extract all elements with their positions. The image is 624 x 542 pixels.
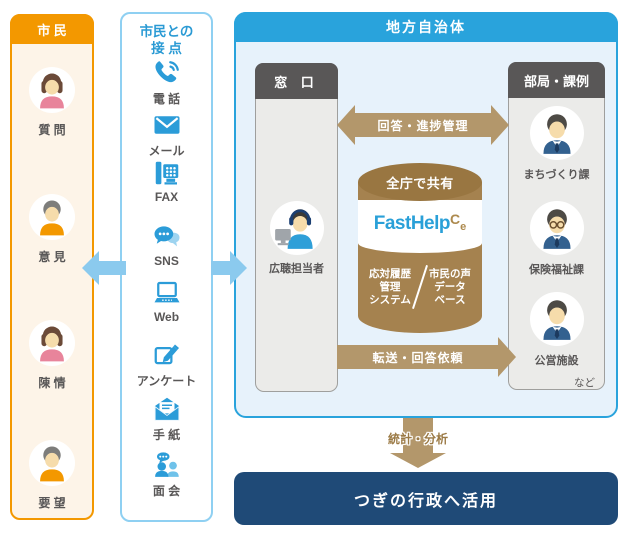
channels-title-line2: 接 点	[151, 41, 182, 56]
channel-label: 面 会	[152, 484, 181, 498]
arrow-right-head	[230, 251, 247, 285]
fasthelp-logo-name: FastHelp	[373, 213, 451, 234]
arrow-right-head	[491, 105, 509, 145]
citizen-item-question: 質 問	[12, 67, 92, 138]
channel-label: アンケート	[136, 374, 197, 388]
survey-pencil-icon	[152, 340, 182, 370]
channel-label: メール	[148, 144, 185, 158]
arrow-left-head	[82, 251, 99, 285]
arrow-shaft	[403, 418, 433, 453]
fasthelp-logo-sub: e	[460, 221, 467, 233]
citizens-panel: 市 民 質 問 意 見 陳 情 要 望	[10, 14, 94, 520]
slash-divider	[411, 264, 429, 310]
laptop-icon	[152, 278, 182, 308]
citizen-item-request: 要 望	[12, 440, 92, 511]
channel-item-meeting: 面 会	[122, 450, 211, 499]
letter-icon	[152, 394, 182, 424]
citizen-voice-db-caption: 市民の声 データ ベース	[429, 268, 471, 307]
result-label: つぎの行政へ活用	[353, 492, 498, 510]
arrow-answer-progress-label: 回答・進捗管理	[354, 113, 492, 137]
government-panel: 地方自治体 窓 口 広聴担当者 部局・課例 まちづくり課 保険福祉課 公営施設 …	[234, 12, 618, 418]
government-panel-title: 地方自治体	[234, 12, 618, 42]
citizen-label: 陳 情	[38, 376, 66, 390]
channels-panel-title: 市民との 接 点	[122, 23, 211, 57]
stats-arrow: 統計・分析	[387, 418, 449, 468]
caption-line: 応対履歴	[369, 267, 411, 280]
channel-label: 電 話	[152, 92, 181, 106]
channel-item-fax: FAX	[122, 158, 211, 204]
fasthelp-logo: FastHelpCe	[358, 211, 482, 235]
channel-label: 手 紙	[152, 428, 181, 442]
channel-item-survey: アンケート	[122, 340, 211, 389]
arrow-right-head	[498, 337, 516, 377]
department-label: まちづくり課	[523, 169, 590, 181]
glasses-man-avatar	[529, 201, 584, 255]
caption-line: データ	[434, 280, 466, 293]
operator-avatar	[269, 201, 324, 255]
caption-line: 市民の声	[429, 267, 471, 280]
reception-staff: 広聴担当者	[256, 201, 337, 276]
arrow-bar	[98, 261, 126, 275]
fax-icon	[152, 158, 182, 188]
channel-item-sns: SNS	[122, 222, 211, 268]
arrow-to-citizens-icon	[82, 251, 126, 285]
citizen-label: 質 問	[38, 123, 66, 137]
suit-man-avatar	[529, 292, 584, 346]
citizen-item-petition: 陳 情	[12, 320, 92, 391]
channel-label: Web	[153, 310, 180, 324]
database-cylinder: 全庁で共有 FastHelpCe 応対履歴 管理 システム 市民の声 データ ベ…	[358, 163, 482, 333]
channel-label: SNS	[154, 254, 179, 268]
channel-item-phone: 電 話	[122, 58, 211, 107]
departments-etc-label: など	[574, 377, 595, 389]
arrow-left-head	[337, 105, 355, 145]
department-label: 保険福祉課	[529, 264, 584, 276]
citizen-item-opinion: 意 見	[12, 194, 92, 265]
cylinder-captions: 応対履歴 管理 システム 市民の声 データ ベース	[358, 261, 482, 313]
department-item-machizukuri: まちづくり課	[509, 106, 604, 182]
channel-item-mail: メール	[122, 110, 211, 159]
citizen-label: 要 望	[38, 496, 66, 510]
departments-box: 部局・課例 まちづくり課 保険福祉課 公営施設 など	[508, 62, 605, 390]
meeting-icon	[152, 450, 182, 480]
cylinder-logo-band	[358, 200, 482, 253]
arrow-to-government-icon	[211, 251, 247, 285]
woman-avatar	[29, 320, 75, 366]
history-system-caption: 応対履歴 管理 システム	[369, 268, 411, 307]
channels-panel: 市民との 接 点 電 話 メール FAX SNS Web アンケート	[120, 12, 213, 522]
man-avatar	[29, 440, 75, 486]
cylinder-top: 全庁で共有	[358, 163, 482, 201]
citizen-label: 意 見	[38, 250, 66, 264]
arrow-forward-request: 転送・回答依頼	[337, 337, 516, 377]
sns-icon	[152, 222, 182, 252]
arrow-bar	[211, 261, 232, 275]
department-item-koei-shisetsu: 公営施設	[509, 292, 604, 368]
arrow-down-head	[390, 453, 446, 468]
woman-avatar	[29, 67, 75, 113]
caption-line: 管理	[379, 280, 401, 293]
department-label: 公営施設	[534, 355, 579, 367]
caption-line: ベース	[434, 293, 466, 306]
reception-staff-label: 広聴担当者	[269, 263, 324, 275]
department-item-hoken-fukushi: 保険福祉課	[509, 201, 604, 277]
stats-arrow-label: 統計・分析	[387, 432, 449, 446]
channel-label: FAX	[154, 190, 179, 204]
reception-title: 窓 口	[255, 63, 338, 99]
channel-item-letter: 手 紙	[122, 394, 211, 443]
man-avatar	[29, 194, 75, 240]
caption-line: システム	[369, 293, 411, 306]
arrow-answer-progress: 回答・進捗管理	[337, 105, 509, 145]
result-box: つぎの行政へ活用	[234, 472, 618, 525]
arrow-forward-request-label: 転送・回答依頼	[337, 345, 499, 369]
channels-title-line1: 市民との	[139, 24, 194, 39]
departments-title: 部局・課例	[508, 62, 605, 98]
channel-item-web: Web	[122, 278, 211, 324]
fasthelp-logo-sup: C	[450, 211, 461, 227]
citizens-panel-title: 市 民	[10, 14, 94, 44]
mail-icon	[152, 110, 182, 140]
suit-man-avatar	[529, 106, 584, 160]
reception-box: 窓 口 広聴担当者	[255, 63, 338, 392]
shared-label: 全庁で共有	[386, 175, 454, 191]
phone-icon	[152, 58, 182, 88]
